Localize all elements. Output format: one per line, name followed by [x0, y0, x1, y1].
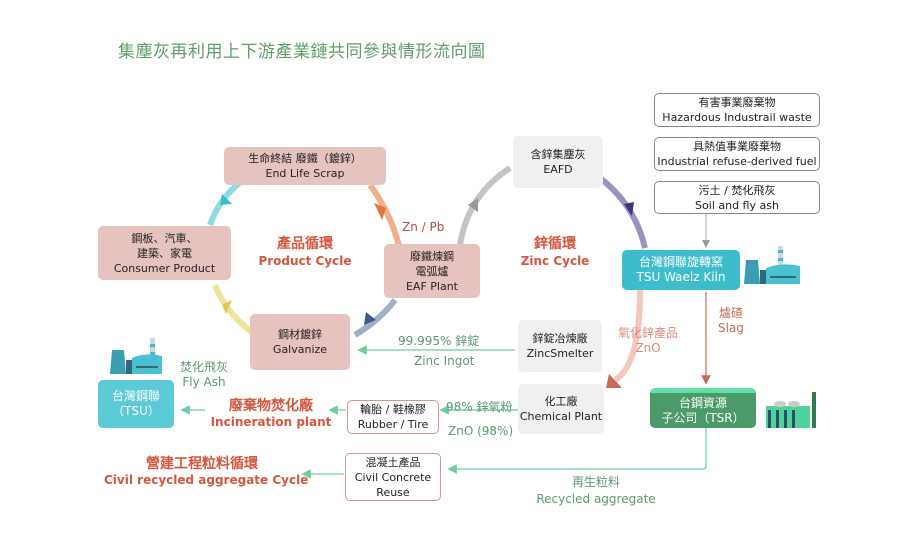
chemical-plant-box[interactable]: 化工廠 Chemical Plant	[518, 384, 604, 434]
arc-galvanize-to-consumer	[212, 283, 257, 338]
input-soil-en: Soil and fly ash	[695, 198, 779, 212]
input-rdf-box[interactable]: 具熱值事業廢棄物 Industrial refuse-derived fuel	[654, 137, 820, 171]
slag-label: 爐碴 Slag	[718, 306, 744, 336]
consumer-product-box[interactable]: 鋼板、汽車、 建築、家電 Consumer Product	[98, 226, 231, 280]
arrow-head-cyan	[220, 194, 232, 205]
incineration-en: Incineration plant	[210, 415, 332, 429]
zinc-cycle-en: Zinc Cycle	[520, 254, 590, 268]
civil-cycle-en: Civil recycled aggregate Cycle	[104, 473, 309, 487]
slag-en: Slag	[718, 321, 744, 335]
page-title: 集塵灰再利用上下游產業鏈共同參與情形流向圖	[118, 42, 486, 62]
chemical-plant-zh: 化工廠	[544, 395, 578, 408]
rubber-tire-zh: 輪胎 / 鞋橡膠	[360, 403, 426, 416]
tsu-kiln-zh: 台灣鋼聯旋轉窯	[638, 255, 723, 269]
arrow-head-navy	[364, 312, 376, 325]
consumer-product-en: Consumer Product	[113, 261, 216, 275]
arrow-head-orange	[374, 203, 386, 220]
tsu-kiln-en: TSU Waelz Kiln	[636, 270, 726, 284]
end-life-scrap-zh: 生命終結 廢鐵（鍍鋅）	[248, 152, 362, 165]
end-life-scrap-box[interactable]: 生命終結 廢鐵（鍍鋅） End Life Scrap	[224, 147, 386, 185]
recycled-aggregate-label: 再生粒料 Recycled aggregate	[536, 474, 656, 508]
civil-concrete-box[interactable]: 混凝土產品 Civil Concrete Reuse	[345, 453, 441, 501]
galvanize-en: Galvanize	[272, 343, 328, 356]
galvanize-zh: 鋼材鍍鋅	[278, 328, 322, 341]
input-soil-box[interactable]: 污土 / 焚化飛灰 Soil and fly ash	[654, 181, 820, 214]
fly-ash-en: Fly Ash	[182, 375, 226, 389]
civil-concrete-en1: Civil Concrete	[354, 470, 432, 484]
factory-icon	[744, 246, 800, 284]
incineration-zh: 廢棄物焚化廠	[229, 398, 313, 414]
zinc-ingot-en: Zinc Ingot	[414, 354, 475, 368]
input-rdf-zh: 具熱值事業廢棄物	[693, 140, 781, 153]
fly-ash-label: 焚化飛灰 Fly Ash	[180, 360, 228, 390]
civil-cycle-label: 營建工程粒料循環 Civil recycled aggregate Cycle	[104, 456, 309, 488]
eaf-plant-zh2: 電弧爐	[415, 264, 449, 278]
consumer-product-zh1: 鋼板、汽車、	[131, 231, 198, 245]
zno-powder-en: ZnO (98%)	[448, 424, 514, 438]
chemical-plant-en: Chemical Plant	[519, 410, 603, 423]
tsr-en: 子公司（TSR）	[661, 410, 745, 425]
arrow-head-gray	[468, 198, 478, 212]
eaf-plant-box[interactable]: 廢鐵煉鋼 電弧爐 EAF Plant	[384, 244, 480, 298]
zn-pb-label: Zn / Pb	[402, 220, 445, 234]
zinc-ingot-zh: 99.995% 鋅錠	[398, 334, 480, 348]
tsu-factory-icon	[110, 338, 162, 374]
zinc-smelter-box[interactable]: 鋅錠冶煉廠 ZincSmelter	[518, 320, 602, 372]
tsr-factory-icon	[766, 392, 816, 428]
consumer-product-zh2: 建築、家電	[137, 246, 192, 260]
tsr-box[interactable]: 台鋼資源 子公司（TSR）	[650, 388, 756, 428]
end-life-scrap-en: End Life Scrap	[265, 167, 345, 180]
zinc-cycle-label: 鋅循環 Zinc Cycle	[505, 236, 605, 270]
civil-cycle-zh: 營建工程粒料循環	[146, 456, 258, 472]
eaf-plant-en: EAF Plant	[405, 279, 458, 293]
zinc-smelter-en: ZincSmelter	[526, 347, 594, 360]
input-rdf-en: Industrial refuse-derived fuel	[657, 155, 817, 168]
tsu-zh: 台灣鋼聯	[111, 389, 160, 403]
input-hazardous-box[interactable]: 有害事業廢棄物 Hazardous Industrail waste	[654, 93, 820, 127]
zno-product-zh: 氧化鋅產品	[618, 326, 679, 340]
zinc-cycle-zh: 鋅循環	[534, 236, 576, 252]
tsu-kiln-box[interactable]: 台灣鋼聯旋轉窯 TSU Waelz Kiln	[622, 250, 740, 290]
arc-scrap-to-eaf	[367, 183, 403, 251]
arc-eaf-to-galvanize	[353, 298, 398, 338]
civil-concrete-zh: 混凝土產品	[365, 455, 421, 469]
arc-eaf-to-eafd	[457, 165, 512, 246]
arrow-head-salmon	[606, 374, 622, 388]
product-cycle-zh: 產品循環	[277, 236, 333, 252]
recycled-aggregate-en: Recycled aggregate	[536, 492, 656, 506]
tsu-en: （TSU）	[112, 404, 160, 418]
tsr-to-concrete	[447, 428, 707, 474]
input-hazardous-zh: 有害事業廢棄物	[698, 96, 776, 109]
galvanize-box[interactable]: 鋼材鍍鋅 Galvanize	[250, 314, 350, 370]
recycled-aggregate-zh: 再生粒料	[571, 475, 620, 489]
eafd-en: EAFD	[543, 163, 573, 176]
arrow-head-yellow	[222, 300, 232, 314]
zno-product-en: ZnO	[635, 341, 661, 355]
zno-product-label: 氧化鋅產品 ZnO	[618, 326, 678, 356]
arc-eafd-to-kiln	[598, 175, 648, 249]
arc-kiln-to-chemical	[613, 289, 643, 383]
eafd-zh: 含鋅集塵灰	[530, 148, 586, 161]
input-soil-zh: 污土 / 焚化飛灰	[698, 183, 776, 197]
civil-concrete-en2: Reuse	[376, 485, 410, 499]
rubber-tire-en: Rubber / Tire	[357, 418, 429, 431]
eafd-box[interactable]: 含鋅集塵灰 EAFD	[513, 136, 603, 188]
tsu-box[interactable]: 台灣鋼聯 （TSU）	[98, 380, 174, 428]
zinc-smelter-zh: 鋅錠冶煉廠	[532, 332, 588, 345]
fly-ash-zh: 焚化飛灰	[180, 360, 229, 374]
incineration-label: 廢棄物焚化廠 Incineration plant	[206, 398, 336, 430]
product-cycle-en: Product Cycle	[258, 254, 352, 268]
input-hazardous-en: Hazardous Industrail waste	[662, 111, 812, 124]
zno-powder-zh: 98% 鋅氧粉	[446, 400, 513, 414]
arrow-head-purple	[624, 202, 634, 216]
tsr-zh: 台鋼資源	[678, 395, 727, 410]
product-cycle-label: 產品循環 Product Cycle	[250, 236, 360, 270]
rubber-tire-box[interactable]: 輪胎 / 鞋橡膠 Rubber / Tire	[347, 400, 439, 434]
slag-zh: 爐碴	[718, 306, 743, 320]
eaf-plant-zh1: 廢鐵煉鋼	[410, 249, 454, 263]
